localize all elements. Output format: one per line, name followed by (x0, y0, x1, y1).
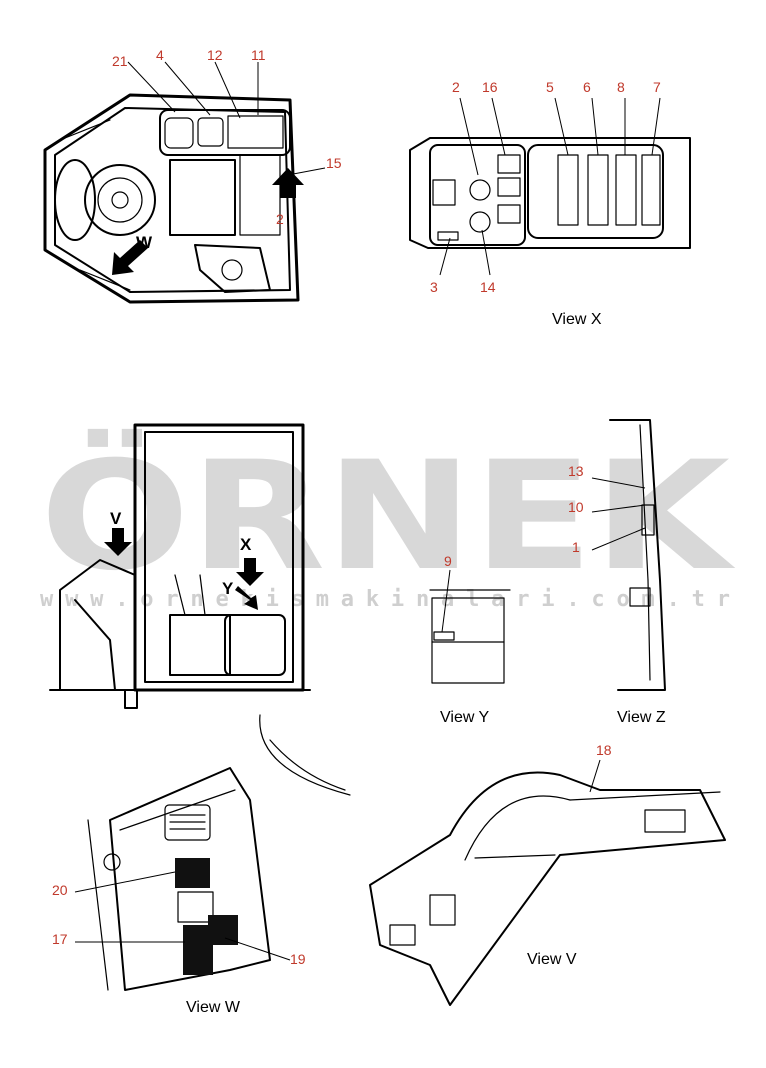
callout-x-2: 2 (452, 79, 460, 95)
view-x-label: View X (552, 311, 602, 328)
callout-x-3: 3 (430, 279, 438, 295)
callout-11: 11 (251, 47, 266, 63)
callout-x-5: 5 (546, 79, 554, 95)
view-z-label: View Z (617, 709, 666, 726)
callout-v-18: 18 (596, 742, 612, 758)
callout-2-plan: 2 (276, 211, 284, 227)
callout-z-1: 1 (572, 539, 580, 555)
arrow-label-y: Y (222, 579, 234, 598)
cab-plan-view: W (43, 61, 326, 304)
arrow-v-icon (104, 528, 132, 556)
view-v-drawing (369, 759, 726, 1006)
callout-w-20: 20 (52, 882, 68, 898)
callout-x-7: 7 (653, 79, 661, 95)
callout-x-6: 6 (583, 79, 591, 95)
cab-side-view: V X Y (49, 423, 311, 709)
callout-z-13: 13 (568, 463, 584, 479)
callout-x-16: 16 (482, 79, 498, 95)
decal-20 (175, 858, 210, 888)
view-w-label: View W (186, 999, 241, 1016)
arrow-x-icon (236, 558, 264, 586)
arrow-label-v: V (110, 509, 122, 528)
view-y-label: View Y (440, 709, 490, 726)
watermark: ÖRNEK w w w . o r n e k i s m a k i n a … (40, 428, 736, 612)
view-x-drawing (409, 97, 691, 276)
arrow-w-icon (112, 240, 148, 275)
arrow-up-icon (272, 168, 304, 198)
callout-21: 21 (112, 53, 128, 69)
decal-19 (208, 915, 238, 945)
watermark-brand: ÖRNEK (40, 428, 736, 604)
watermark-url: w w w . o r n e k i s m a k i n a l a r … (40, 587, 730, 612)
callout-w-19: 19 (290, 951, 306, 967)
arrow-label-x: X (240, 535, 252, 554)
callout-15: 15 (326, 155, 342, 171)
view-z-drawing (591, 419, 666, 691)
view-y-drawing (429, 569, 511, 684)
callout-12: 12 (207, 47, 223, 63)
view-w-drawing (74, 714, 351, 991)
callout-z-10: 10 (568, 499, 584, 515)
view-v-label: View V (527, 951, 577, 968)
callout-w-17: 17 (52, 931, 68, 947)
callout-x-14: 14 (480, 279, 496, 295)
arrow-label-w: W (136, 233, 153, 252)
arrow-y-icon (235, 586, 258, 610)
callout-4: 4 (156, 47, 164, 63)
callout-y-9: 9 (444, 553, 452, 569)
callout-x-8: 8 (617, 79, 625, 95)
